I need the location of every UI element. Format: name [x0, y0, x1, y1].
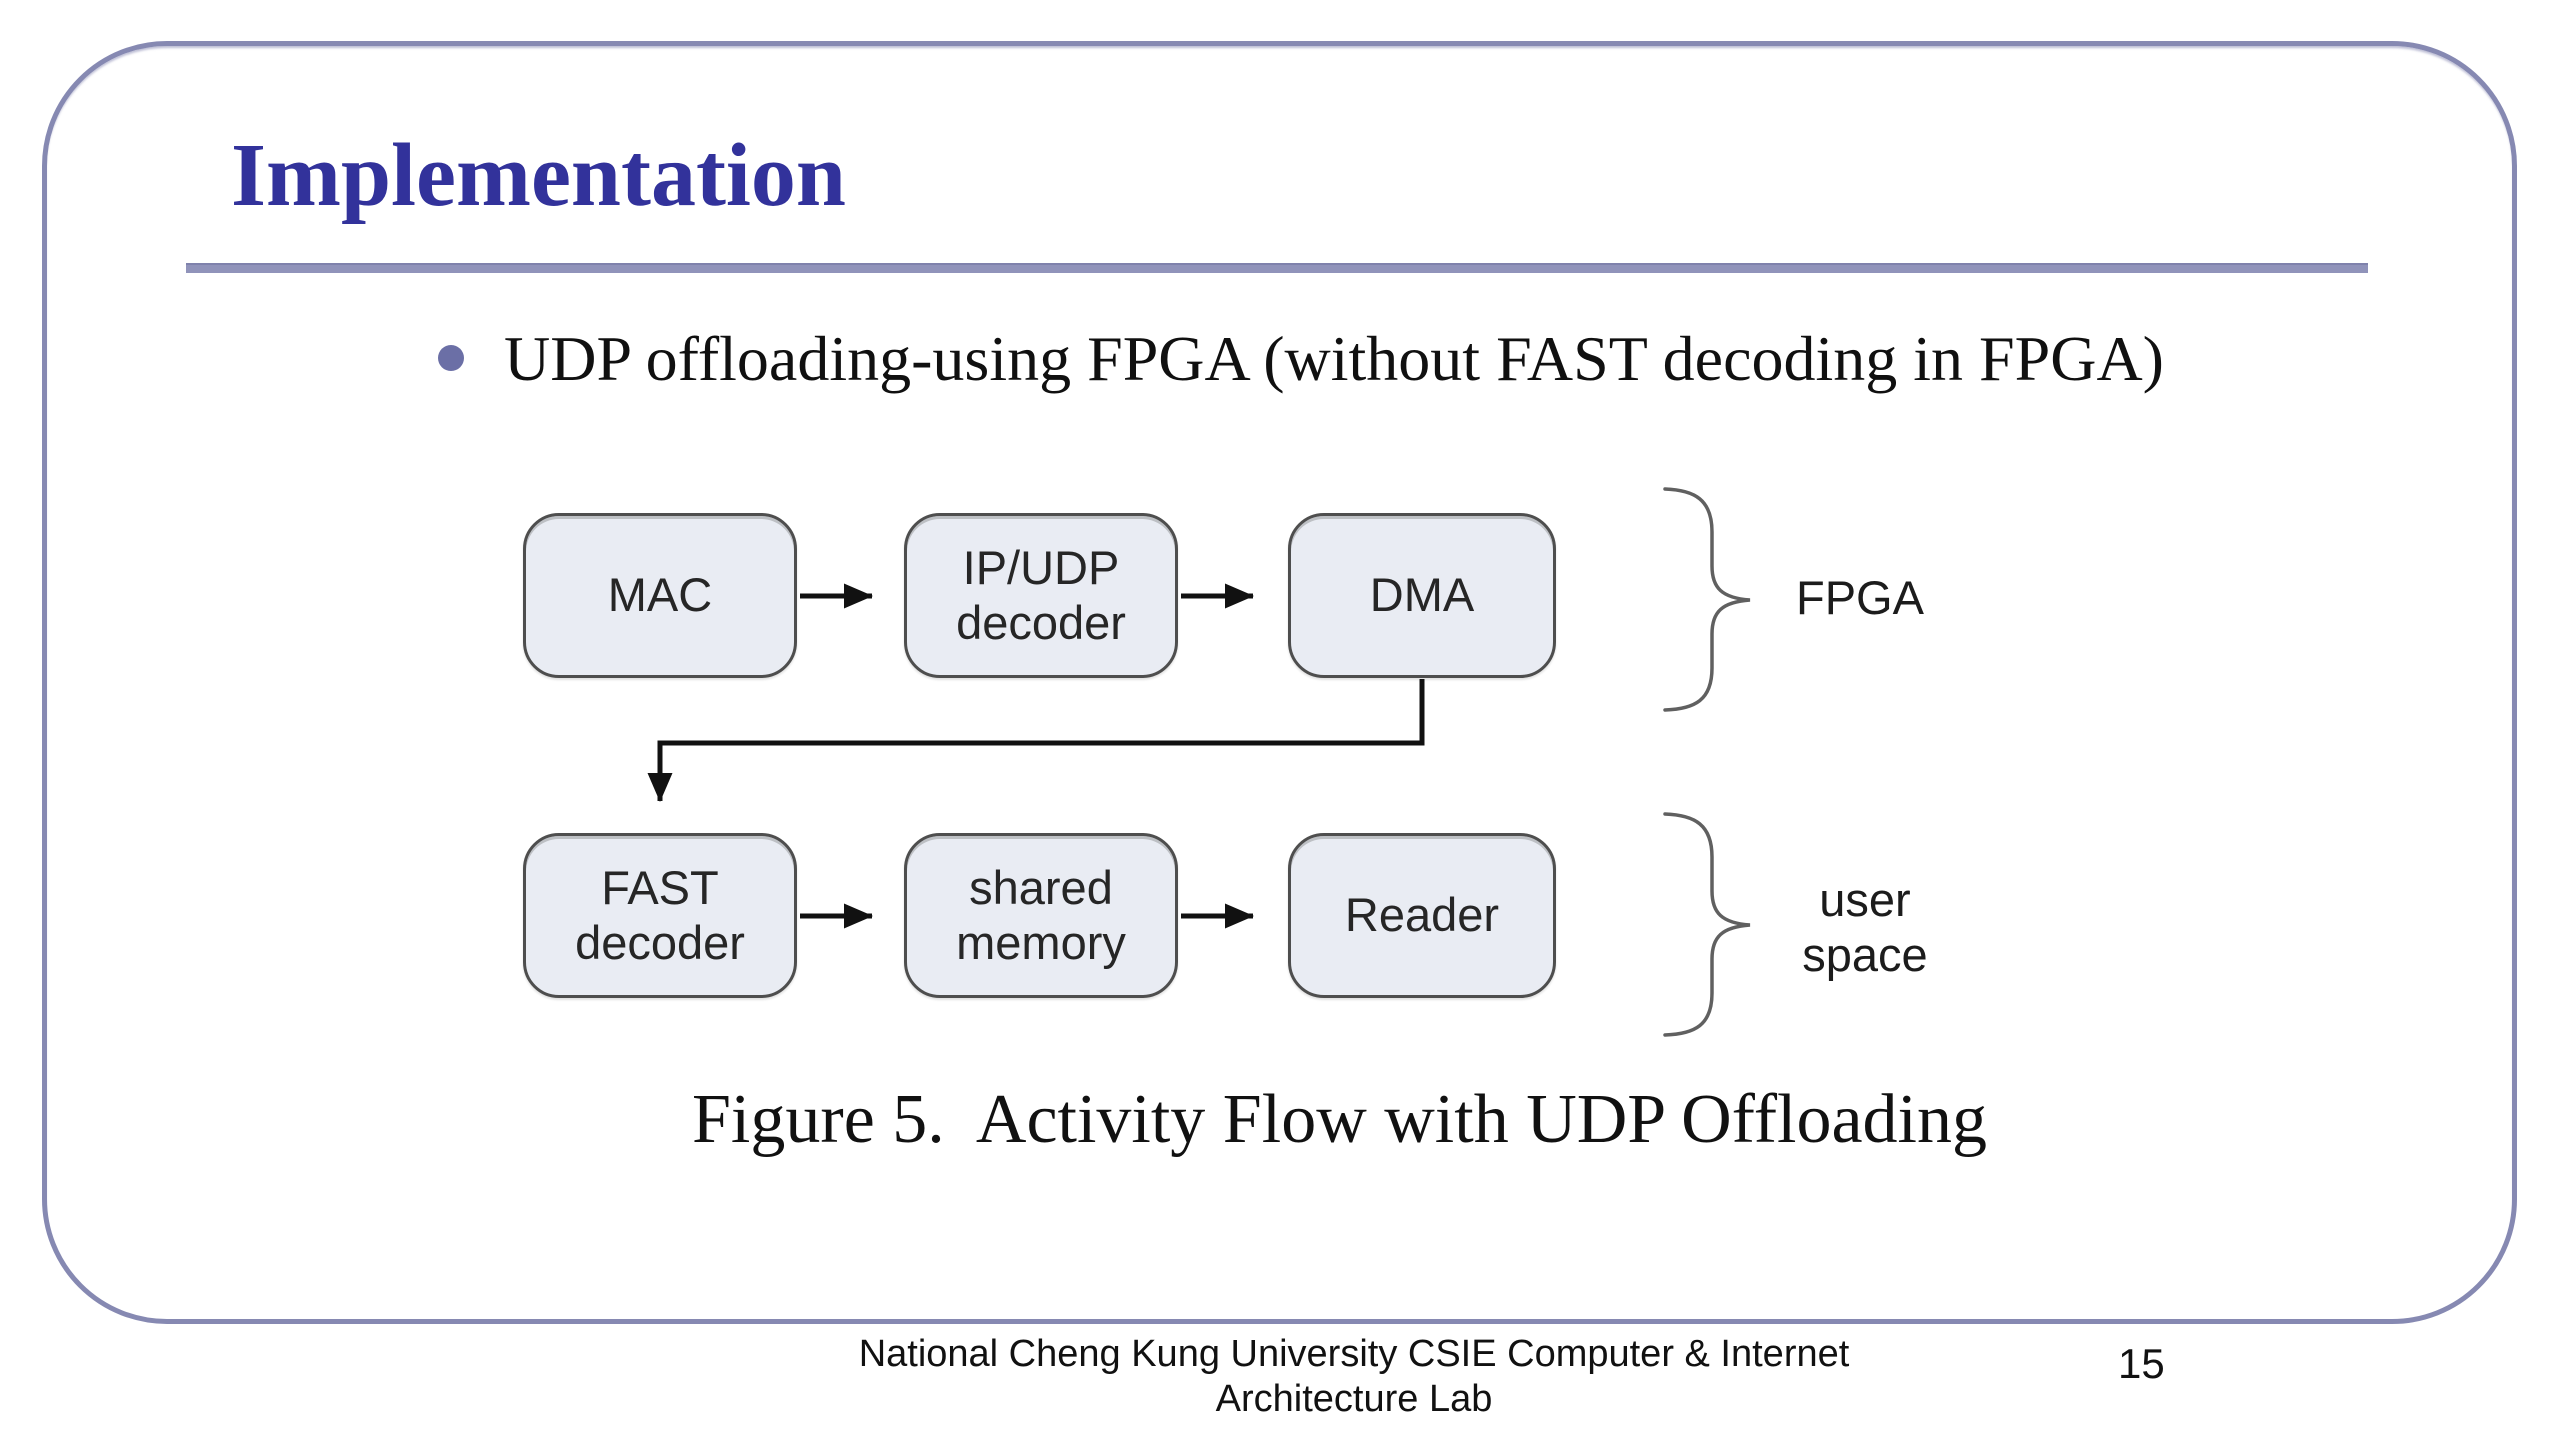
flow-box-fast-decoder: FAST decoder: [523, 833, 797, 998]
flow-box-dma: DMA: [1288, 513, 1556, 678]
footer-line-2: Architecture Lab: [1215, 1378, 1493, 1421]
slide-footer: National Cheng Kung University CSIE Comp…: [859, 1332, 1850, 1422]
page-number: 15: [2118, 1340, 2165, 1387]
bullet-text: UDP offloading-using FPGA (without FAST …: [504, 323, 2164, 394]
slide-title: Implementation: [231, 126, 846, 225]
figure-caption: Figure 5. Activity Flow with UDP Offload…: [692, 1081, 1987, 1158]
bullet-point-icon: [438, 345, 464, 371]
fpga-group-brace: [1663, 487, 1751, 712]
title-divider-rule: [186, 263, 2368, 273]
arrow-dma-to-fast-decoder: [647, 679, 1425, 803]
slide-border-frame: [42, 41, 2517, 1324]
flow-box-shared-memory: shared memory: [904, 833, 1178, 998]
group-label-user-space: user space: [1802, 873, 1928, 982]
flow-box-ipudp-decoder: IP/UDP decoder: [904, 513, 1178, 678]
flow-box-mac: MAC: [523, 513, 797, 678]
footer-line-1: National Cheng Kung University CSIE Comp…: [858, 1333, 1850, 1375]
group-label-fpga: FPGA: [1796, 571, 1924, 624]
flow-box-reader: Reader: [1288, 833, 1556, 998]
user-space-group-brace: [1663, 812, 1751, 1037]
